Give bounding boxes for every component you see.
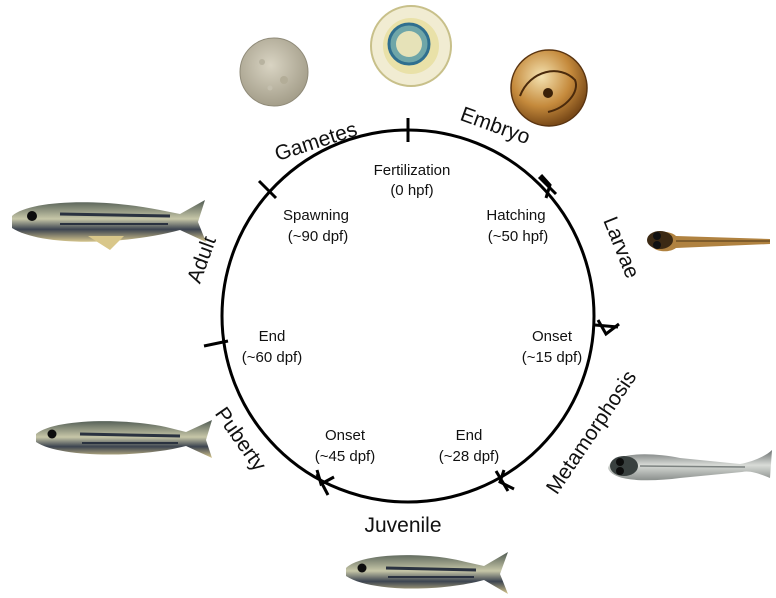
event-name: Hatching [486, 207, 545, 224]
event-time: (~50 hpf) [488, 228, 548, 245]
early-embryo-image [371, 6, 451, 86]
event-name: End [456, 427, 483, 444]
event-time: (~28 dpf) [439, 448, 499, 465]
stage-label-puberty: Puberty [210, 403, 271, 476]
late-embryo-image [511, 50, 587, 126]
puberty-fish-image [36, 420, 212, 458]
event-name: Fertilization [374, 162, 451, 179]
stage-label-juvenile: Juvenile [364, 514, 441, 537]
event-puberty-end: End (~60 dpf) [242, 328, 302, 366]
larva-image [647, 231, 770, 251]
event-time: (~15 dpf) [522, 349, 582, 366]
adult-fish-image [12, 200, 206, 250]
event-time: (~45 dpf) [315, 448, 375, 465]
stage-label-larvae: Larvae [598, 213, 643, 281]
event-name: Spawning [283, 207, 349, 224]
event-time: (~90 dpf) [288, 228, 348, 245]
event-spawning: Spawning (~90 dpf) [283, 207, 349, 245]
arrow-juvenile [317, 470, 334, 484]
stage-label-gametes: Gametes [272, 118, 360, 166]
event-name: Onset [325, 427, 366, 444]
juvenile-fish-image [346, 552, 508, 594]
gamete-image [240, 38, 308, 106]
stage-label-adult: Adult [183, 233, 221, 286]
event-hatching: Hatching (~50 hpf) [486, 207, 548, 245]
metamorphosis-fish-image [608, 450, 772, 480]
event-fertilization: Fertilization (0 hpf) [374, 162, 451, 199]
event-metamorphosis-end: End (~28 dpf) [439, 427, 499, 465]
event-time: (0 hpf) [390, 182, 433, 199]
event-name: End [259, 328, 286, 345]
event-name: Onset [532, 328, 573, 345]
event-puberty-onset: Onset (~45 dpf) [315, 427, 375, 465]
event-metamorphosis-onset: Onset (~15 dpf) [522, 328, 582, 366]
event-time: (~60 dpf) [242, 349, 302, 366]
